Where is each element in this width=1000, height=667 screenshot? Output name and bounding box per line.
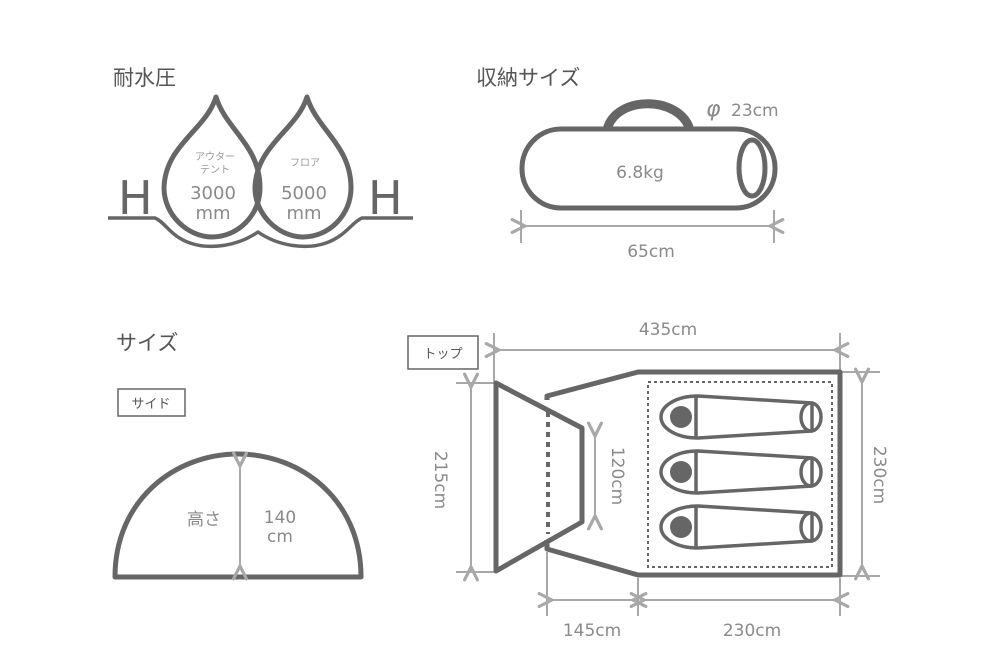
sleeping-bags (659, 394, 823, 550)
sleeping-bag-icon (659, 504, 823, 550)
bag-end-icon (736, 137, 768, 199)
bag-handle-icon (602, 99, 695, 132)
height-unit: cm (267, 527, 293, 547)
inner-width: 230cm (869, 446, 889, 504)
water-drop-icon-floor (252, 94, 354, 240)
storage-length: 65cm (627, 242, 675, 262)
diameter-symbol: φ (706, 97, 721, 122)
storage-title: 収納サイズ (476, 66, 580, 90)
inner-length: 230cm (723, 621, 781, 641)
floor-label: フロア (290, 158, 320, 169)
water-drop-icon-outer-tent (161, 94, 263, 240)
h-letter-left: H (118, 171, 153, 225)
water-pressure-title: 耐水圧 (113, 66, 176, 90)
floor-unit: mm (286, 203, 321, 224)
vestibule-length: 145cm (563, 621, 621, 641)
h-letter-right: H (368, 171, 403, 225)
storage-weight: 6.8kg (616, 163, 664, 183)
top-label: トップ (423, 347, 462, 362)
sleeping-bag-icon (659, 449, 823, 495)
inner-tent-outline (647, 381, 833, 568)
sleeping-bag-icon (659, 394, 823, 440)
top-label-box (407, 335, 479, 370)
storage-section: 収納サイズ 6.8kg φ 23cm 65cm (476, 66, 785, 262)
outer-tent-unit: mm (195, 203, 230, 224)
tent-body-icon (544, 369, 843, 578)
outer-tent-label-2: テント (200, 165, 230, 176)
side-label: サイド (131, 397, 170, 412)
size-title: サイズ (116, 331, 178, 355)
dome-side-icon (112, 451, 364, 580)
front-vestibule-icon (493, 380, 585, 574)
vestibule-opening: 120cm (607, 447, 627, 505)
water-pressure-section: 耐水圧 H H アウター テント 3000 mm フロア 5000 mm (108, 66, 413, 249)
height-label: 高さ (187, 510, 221, 530)
outer-tent-label-1: アウター (195, 151, 235, 163)
front-width: 215cm (430, 451, 450, 509)
storage-diameter: 23cm (731, 101, 779, 121)
ground-line-icon (108, 216, 413, 249)
outer-tent-value: 3000 (190, 183, 236, 204)
side-label-box (117, 388, 186, 417)
storage-bag-icon (519, 126, 778, 211)
size-top-section: トップ (407, 320, 889, 641)
floor-value: 5000 (281, 183, 327, 204)
total-length: 435cm (639, 320, 697, 340)
size-side-section: サイズ サイド 高さ 140 cm (112, 331, 364, 581)
height-value: 140 (264, 508, 296, 528)
